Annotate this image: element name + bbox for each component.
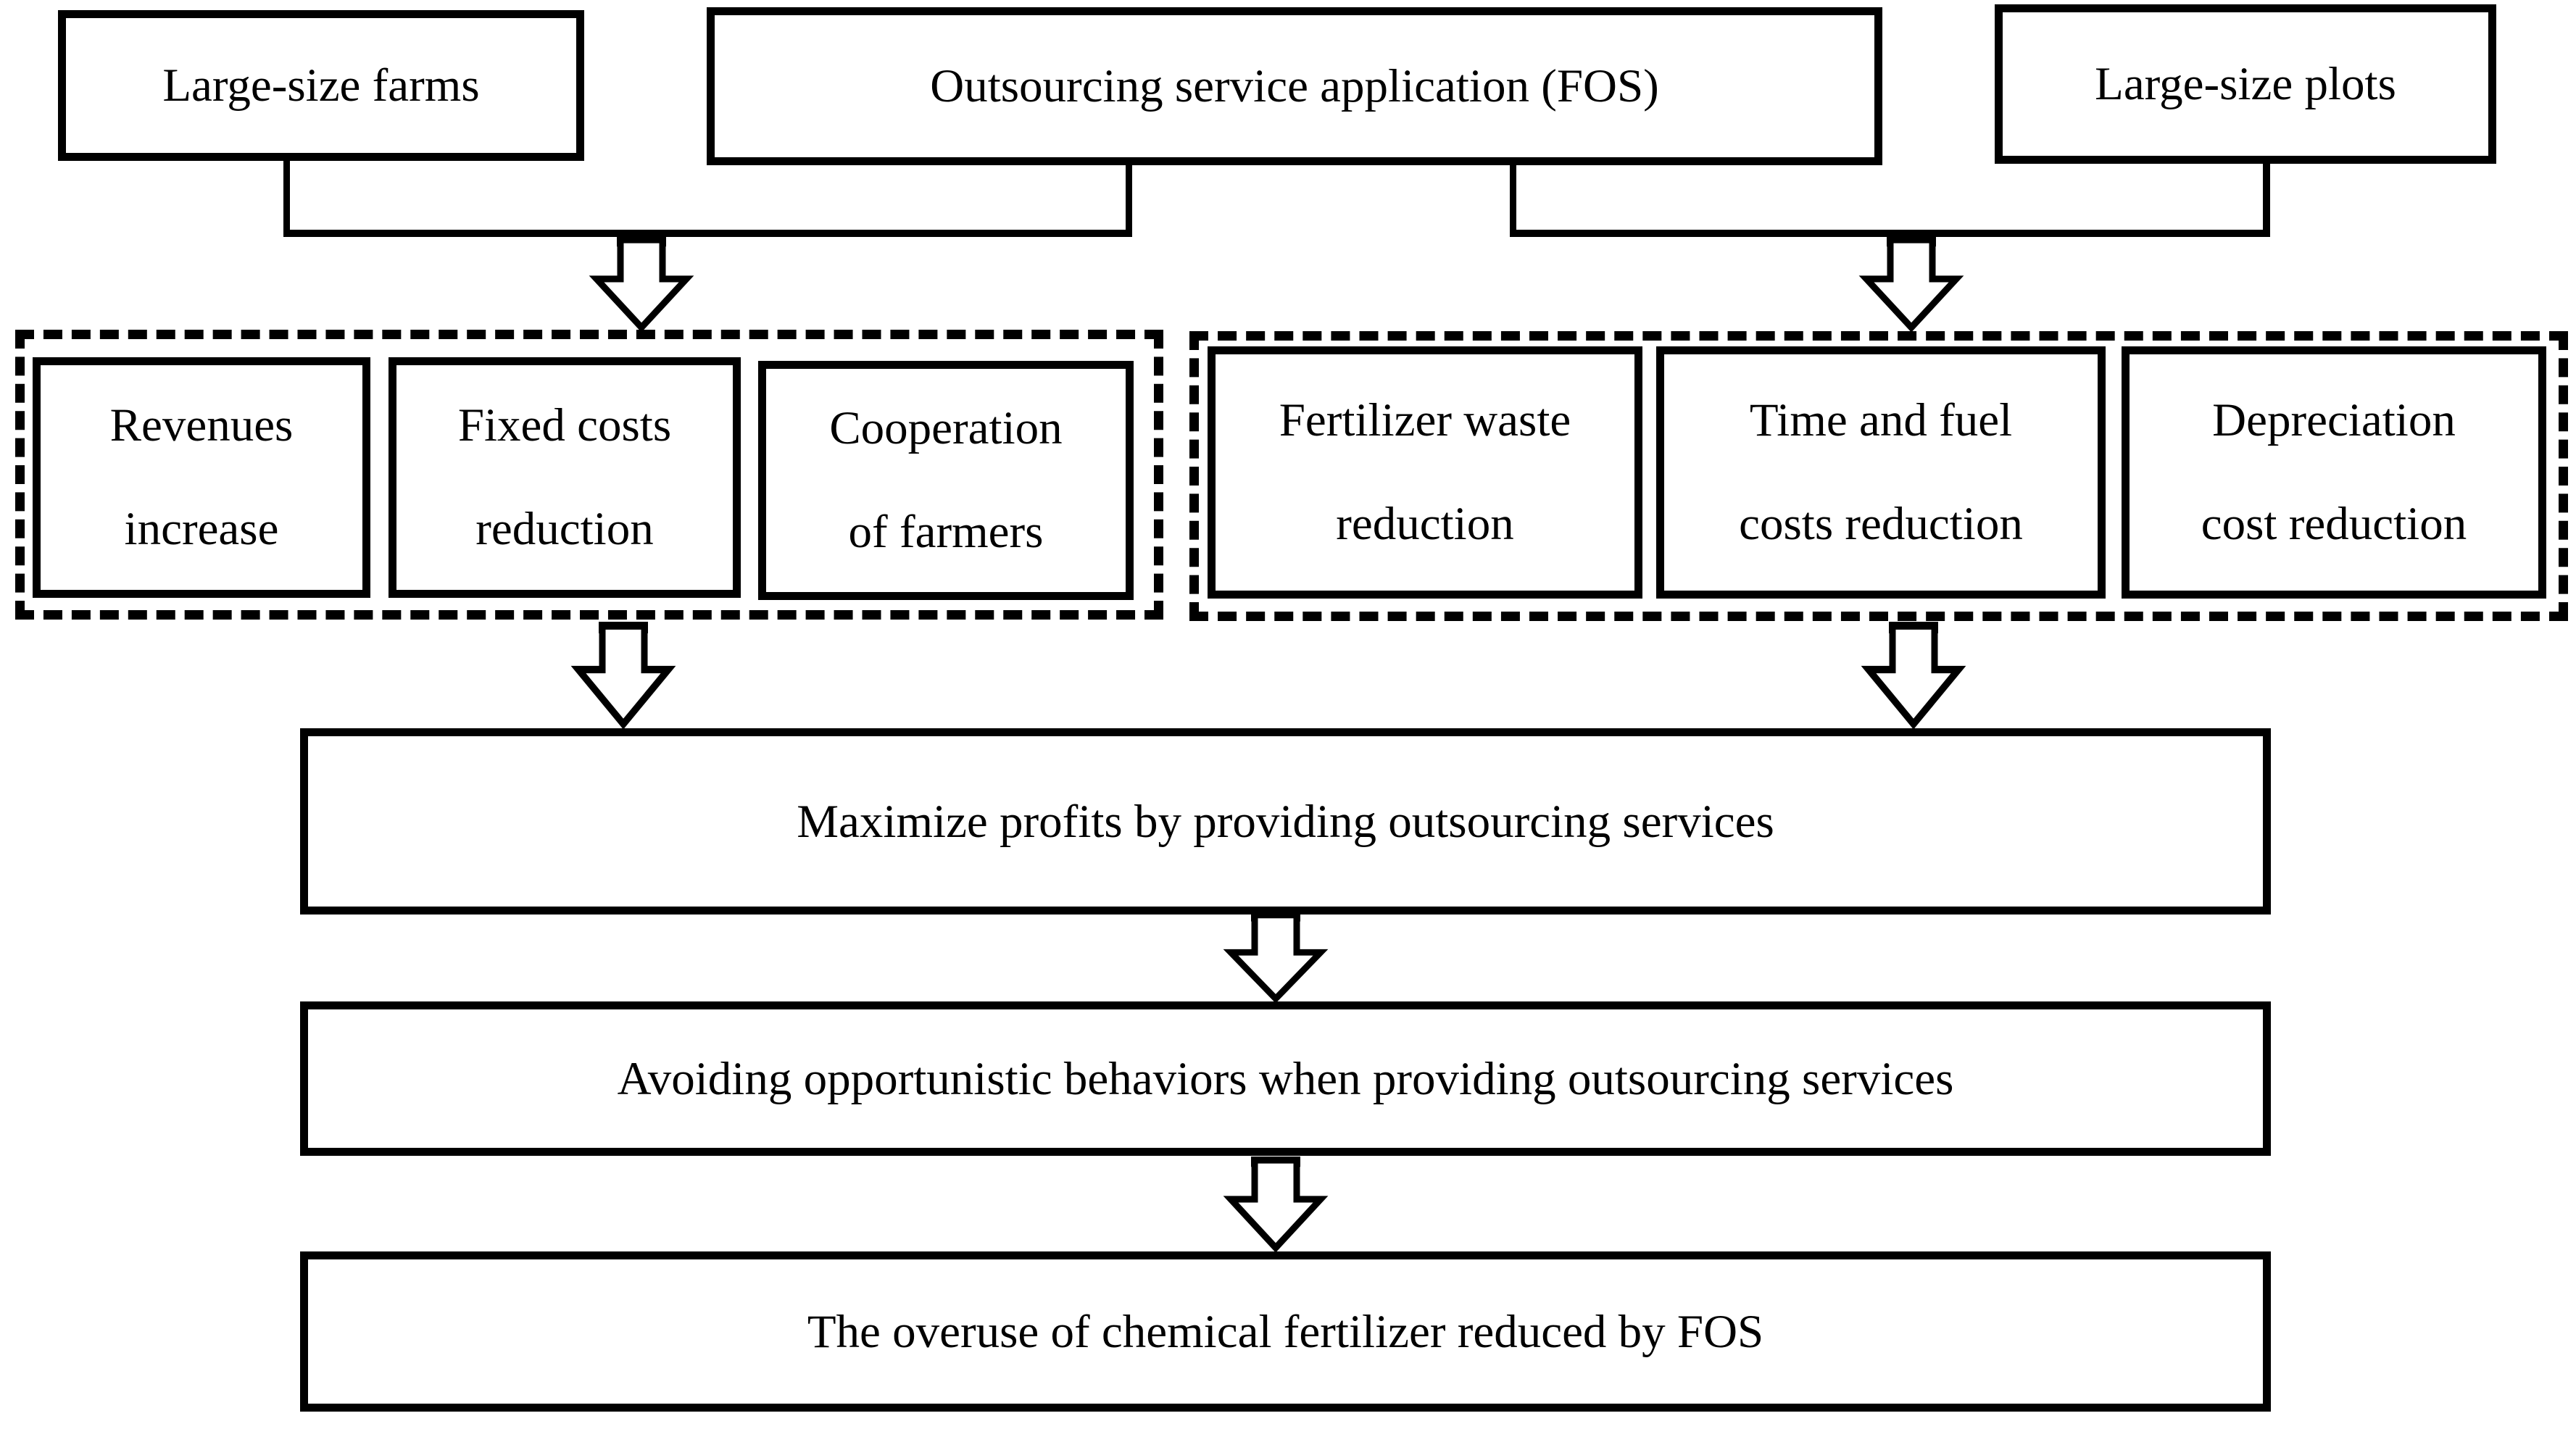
node-fertilizer-waste-reduction-label: Fertilizer waste reduction — [1279, 394, 1571, 550]
down-arrow-icon — [589, 236, 694, 333]
node-revenues-increase: Revenues increase — [33, 357, 370, 598]
node-fertilizer-waste-reduction: Fertilizer waste reduction — [1208, 346, 1642, 599]
node-time-fuel-costs-reduction-label: Time and fuel costs reduction — [1739, 394, 2023, 550]
node-fixed-costs-reduction: Fixed costs reduction — [389, 357, 741, 598]
node-cooperation-of-farmers: Cooperation of farmers — [758, 361, 1134, 600]
connector-right-horizontal — [1510, 230, 2270, 237]
down-arrow-icon — [1858, 236, 1964, 333]
node-large-size-plots: Large-size plots — [1995, 4, 2496, 164]
down-arrow-icon — [1861, 622, 1966, 730]
node-depreciation-cost-reduction: Depreciation cost reduction — [2122, 346, 2546, 599]
node-avoiding-opportunistic-behaviors-label: Avoiding opportunistic behaviors when pr… — [617, 1052, 1954, 1105]
node-outsourcing-service-application: Outsourcing service application (FOS) — [707, 7, 1882, 165]
node-overuse-reduced-by-fos-label: The overuse of chemical fertilizer reduc… — [807, 1305, 1764, 1358]
node-large-size-farms: Large-size farms — [58, 10, 584, 161]
down-arrow-icon — [1223, 1157, 1329, 1253]
connector-farms-vertical — [283, 159, 290, 236]
node-depreciation-cost-reduction-label: Depreciation cost reduction — [2201, 394, 2467, 550]
node-large-size-farms-label: Large-size farms — [162, 59, 480, 112]
node-revenues-increase-label: Revenues increase — [109, 399, 294, 555]
connector-left-horizontal — [283, 230, 1132, 237]
node-fixed-costs-reduction-label: Fixed costs reduction — [457, 399, 672, 555]
dashed-group-plot-benefits: Fertilizer waste reduction Time and fuel… — [1189, 331, 2568, 621]
connector-fos-right-vertical — [1510, 164, 1516, 236]
node-maximize-profits-label: Maximize profits by providing outsourcin… — [797, 795, 1774, 848]
node-overuse-reduced-by-fos: The overuse of chemical fertilizer reduc… — [300, 1251, 2271, 1412]
down-arrow-icon — [570, 622, 676, 730]
node-large-size-plots-label: Large-size plots — [2095, 58, 2396, 110]
down-arrow-icon — [1223, 912, 1329, 1004]
dashed-group-farm-benefits: Revenues increase Fixed costs reduction … — [15, 330, 1163, 620]
node-avoiding-opportunistic-behaviors: Avoiding opportunistic behaviors when pr… — [300, 1001, 2271, 1156]
node-outsourcing-service-application-label: Outsourcing service application (FOS) — [930, 60, 1659, 112]
connector-plots-vertical — [2263, 162, 2270, 236]
connector-fos-left-vertical — [1126, 164, 1132, 236]
node-maximize-profits: Maximize profits by providing outsourcin… — [300, 728, 2271, 915]
node-cooperation-of-farmers-label: Cooperation of farmers — [829, 402, 1063, 558]
node-time-fuel-costs-reduction: Time and fuel costs reduction — [1656, 346, 2106, 599]
